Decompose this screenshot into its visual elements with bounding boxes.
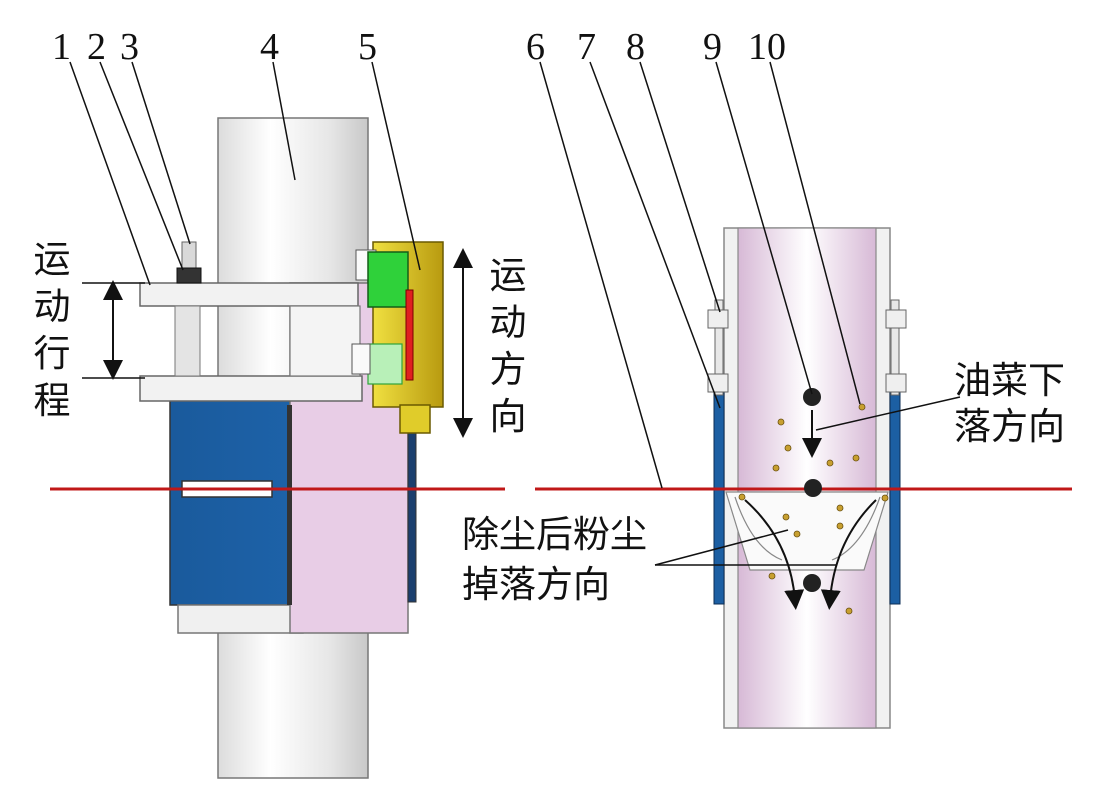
section-inner-pipe	[737, 227, 877, 729]
callout-7: 7	[577, 26, 596, 68]
lower-plate	[139, 375, 363, 402]
callout-8: 8	[626, 26, 645, 68]
left-blue-tube	[713, 391, 725, 605]
callout-2: 2	[87, 26, 106, 68]
right-rod	[890, 299, 900, 396]
rapeseed-fall-label-line2: 落方向	[954, 405, 1065, 448]
coupling	[289, 305, 361, 377]
callout-1: 1	[52, 26, 71, 68]
callout-9: 9	[703, 26, 722, 68]
dust-fall-label-line1: 除尘后粉尘	[462, 513, 647, 556]
right-bracket-top	[885, 309, 907, 329]
right-bracket-mid	[885, 373, 907, 393]
callout-6: 6	[526, 26, 545, 68]
dust-fall-arrow-right	[820, 499, 877, 610]
blue-clamp-block	[169, 399, 291, 606]
red-strip	[405, 289, 414, 381]
left-bracket-top	[707, 309, 729, 329]
seed-dots	[738, 403, 889, 615]
callout-10: 10	[748, 26, 786, 68]
bolt	[181, 241, 197, 271]
bottom-plate	[177, 604, 304, 634]
ball	[803, 574, 821, 592]
guide-rod	[174, 305, 201, 377]
ball	[803, 388, 821, 406]
dark-slit-left	[287, 405, 292, 605]
funnel-curve-right	[831, 496, 881, 561]
stroke-label: 运动行程	[33, 238, 71, 422]
leader-lines	[69, 61, 961, 566]
right-blue-tube	[889, 391, 901, 605]
left-rod	[714, 299, 724, 396]
green-part-top	[367, 251, 409, 308]
callout-5: 5	[358, 26, 377, 68]
callout-3: 3	[120, 26, 139, 68]
dark-slit	[407, 431, 417, 603]
dust-fall-arrow-left	[744, 499, 805, 610]
yellow-foot	[399, 404, 431, 434]
white-cap-lower	[351, 343, 371, 375]
green-part-bottom	[367, 343, 403, 385]
dust-fall-label-line2: 掉落方向	[462, 563, 610, 606]
callout-4: 4	[260, 26, 279, 68]
nut	[176, 267, 202, 284]
motion-direction-label: 运动方向	[489, 254, 527, 438]
ball	[804, 479, 822, 497]
upper-plate	[139, 282, 359, 307]
rapeseed-fall-label-line1: 油菜下	[954, 359, 1065, 402]
